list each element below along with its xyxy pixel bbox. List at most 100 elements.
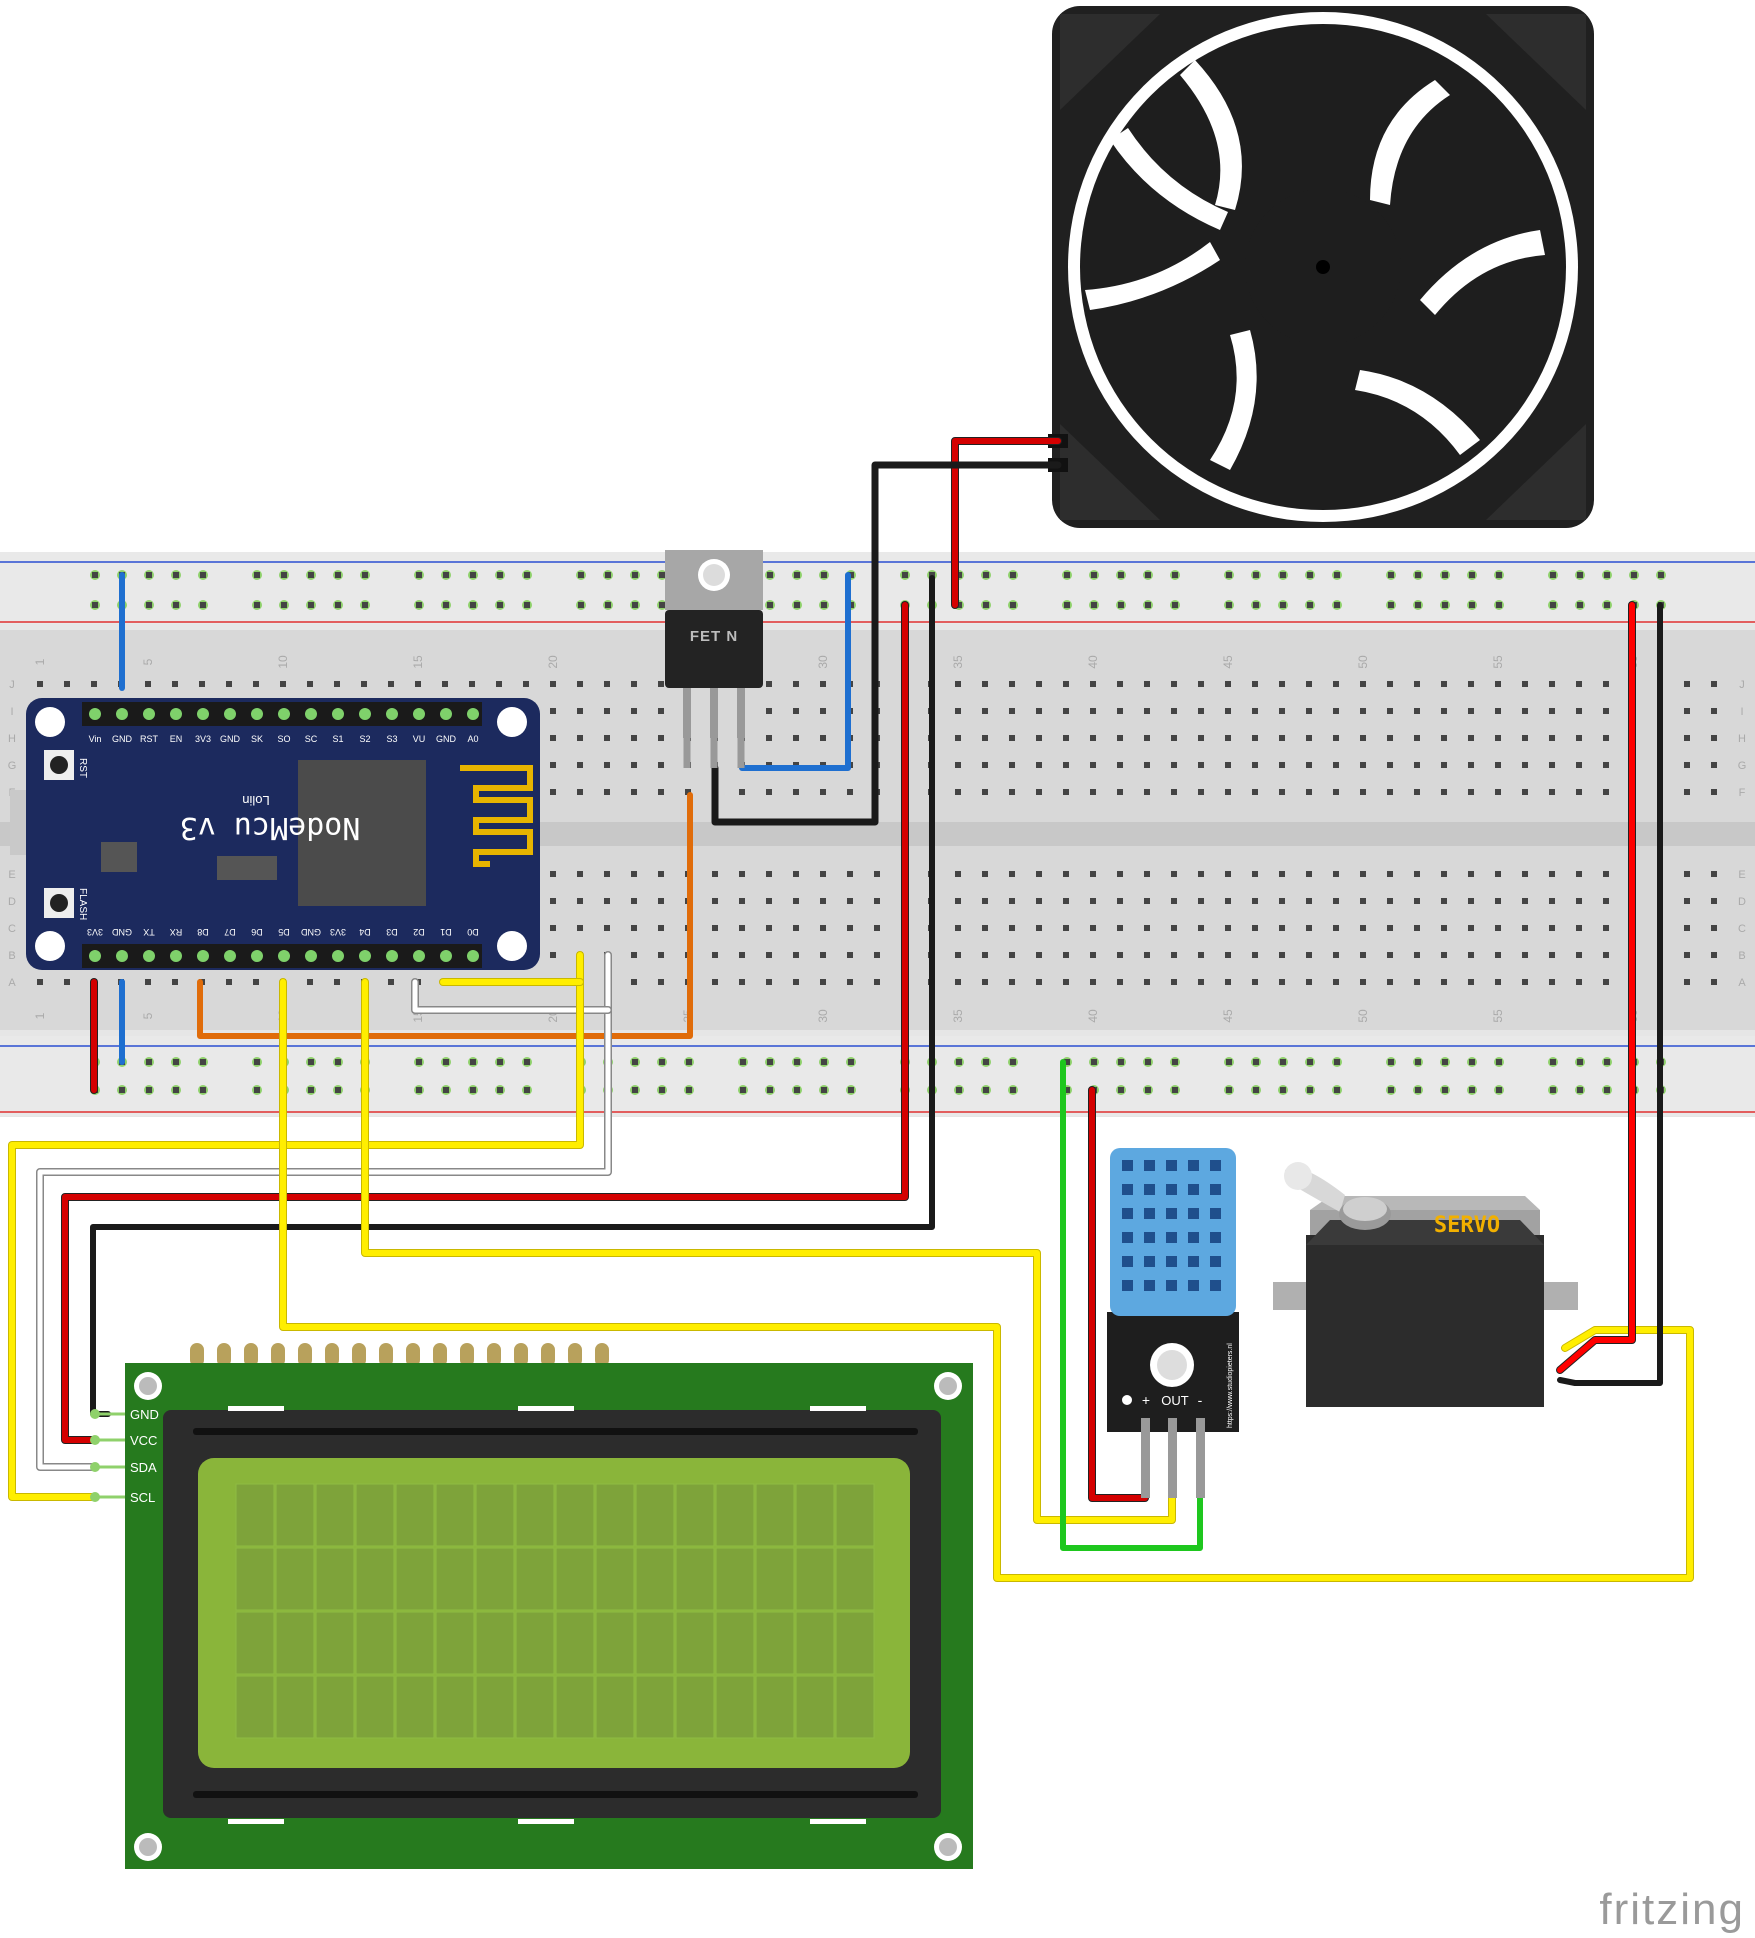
row-letter: D (1738, 896, 1746, 908)
nodemcu-pin-label: D4 (359, 927, 371, 937)
row-letter: H (8, 733, 16, 745)
breadboard-hole (1279, 735, 1285, 741)
breadboard-hole (226, 681, 232, 687)
breadboard-hole (631, 871, 637, 877)
rail-hole (470, 1087, 476, 1093)
breadboard-hole (1171, 898, 1177, 904)
nodemcu-pin (413, 708, 425, 720)
rail-hole (1064, 1059, 1070, 1065)
row-letter: F (1739, 787, 1746, 799)
breadboard-hole (1468, 762, 1474, 768)
breadboard-hole (1711, 681, 1717, 687)
breadboard-hole (1198, 979, 1204, 985)
rail-hole (1064, 602, 1070, 608)
rail-hole (632, 602, 638, 608)
lcd-cell (435, 1547, 475, 1611)
breadboard-hole (1009, 952, 1015, 958)
lcd-cell (795, 1483, 835, 1547)
lcd-pin-label: GND (130, 1407, 159, 1422)
breadboard-hole (1441, 762, 1447, 768)
breadboard-hole (1360, 681, 1366, 687)
breadboard-hole (1117, 735, 1123, 741)
breadboard-hole (955, 708, 961, 714)
breadboard-hole (1576, 898, 1582, 904)
breadboard-hole (1711, 871, 1717, 877)
breadboard-hole (1144, 871, 1150, 877)
rail-hole (1280, 572, 1286, 578)
column-number: 30 (816, 1009, 830, 1023)
rail-hole (1226, 1087, 1232, 1093)
lcd-cell (475, 1611, 515, 1675)
rail-hole (1604, 1059, 1610, 1065)
breadboard-hole (1495, 952, 1501, 958)
lcd-cell (555, 1675, 595, 1739)
row-letter: G (1738, 760, 1747, 772)
column-number: 5 (141, 1012, 155, 1019)
rail-hole (983, 1087, 989, 1093)
lcd-header-pin (487, 1343, 501, 1367)
dht-out: OUT (1161, 1393, 1189, 1408)
row-letter: B (1738, 950, 1745, 962)
row-letter: J (1739, 679, 1745, 691)
breadboard-hole (1414, 925, 1420, 931)
dht-vent (1122, 1208, 1133, 1219)
breadboard-hole (1306, 762, 1312, 768)
lcd-cell (355, 1483, 395, 1547)
breadboard-hole (793, 979, 799, 985)
breadboard-hole (1333, 789, 1339, 795)
rail-hole (308, 1087, 314, 1093)
breadboard-hole (577, 708, 583, 714)
wire-blue-mosfet (739, 572, 851, 771)
breadboard-hole (550, 762, 556, 768)
breadboard-hole (1333, 952, 1339, 958)
dht-vent (1122, 1232, 1133, 1243)
lcd-header-pin (433, 1343, 447, 1367)
breadboard-hole (631, 898, 637, 904)
breadboard-hole (820, 789, 826, 795)
dht-vent (1166, 1160, 1177, 1171)
lcd-cell (635, 1611, 675, 1675)
rail-hole (1415, 1087, 1421, 1093)
breadboard-hole (1063, 708, 1069, 714)
breadboard-hole (469, 681, 475, 687)
rail-hole (497, 602, 503, 608)
row-letter: A (8, 977, 16, 989)
lcd-cell (235, 1611, 275, 1675)
rail-hole (659, 1059, 665, 1065)
breadboard-hole (1144, 681, 1150, 687)
rail-hole (821, 1087, 827, 1093)
breadboard-hole (1144, 762, 1150, 768)
breadboard-hole (955, 735, 961, 741)
breadboard-hole (1306, 925, 1312, 931)
breadboard-hole (1252, 979, 1258, 985)
breadboard-hole (37, 681, 43, 687)
lcd-cell (595, 1611, 635, 1675)
wire-fan-black (711, 461, 1062, 826)
rail-hole (1010, 1059, 1016, 1065)
breadboard-hole (1576, 952, 1582, 958)
breadboard-hole (793, 952, 799, 958)
breadboard-hole (1171, 952, 1177, 958)
nodemcu-pin (440, 708, 452, 720)
breadboard-hole (874, 979, 880, 985)
nodemcu-pin-label: VU (413, 734, 426, 744)
breadboard-hole (226, 979, 232, 985)
breadboard-hole (1684, 952, 1690, 958)
rail-hole (578, 602, 584, 608)
dht-vent (1122, 1184, 1133, 1195)
nodemcu-pin-label: EN (170, 734, 183, 744)
rail-hole (983, 1059, 989, 1065)
breadboard-hole (793, 789, 799, 795)
lcd-cell (475, 1675, 515, 1739)
rail-hole (848, 1087, 854, 1093)
breadboard-hole (982, 898, 988, 904)
rail-hole (254, 1059, 260, 1065)
rail-hole (1253, 1059, 1259, 1065)
lcd-cell (675, 1611, 715, 1675)
breadboard-hole (604, 898, 610, 904)
breadboard-hole (1063, 871, 1069, 877)
breadboard-hole (982, 952, 988, 958)
breadboard-hole (793, 735, 799, 741)
